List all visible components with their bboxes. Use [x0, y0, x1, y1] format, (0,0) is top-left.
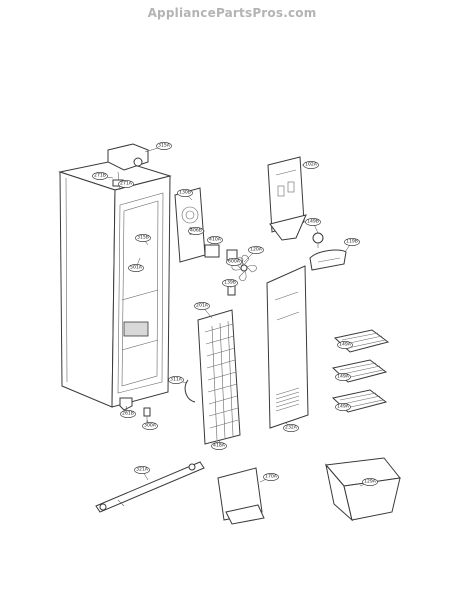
callout-oval [222, 279, 238, 287]
light-housing [309, 249, 347, 271]
grille-bar [95, 461, 205, 513]
bottom-hinge [119, 397, 151, 422]
callout-label: 315A [158, 143, 171, 149]
callout-label: 300A [144, 423, 157, 429]
callout-oval [128, 264, 144, 272]
callout-130b: 130B [177, 189, 193, 201]
callout-oval [305, 218, 321, 226]
callout-410a: 410A [207, 236, 223, 246]
callout-label: 149A [337, 404, 350, 410]
callout-oval [283, 424, 299, 432]
callout-139b: 139B [222, 279, 238, 289]
callout-oval [142, 422, 158, 430]
rear-duct-cover [267, 156, 307, 241]
callout-label: 406B [190, 228, 202, 234]
callout-label: 120A [250, 247, 263, 253]
callout-129a: 129A [359, 478, 378, 487]
callout-label: 102A [305, 162, 318, 168]
ice-chute [217, 467, 265, 525]
callout-170a: 170A [259, 473, 279, 483]
callout-271a: 271A [117, 180, 134, 188]
callout-oval [92, 172, 108, 180]
callout-oval [118, 180, 134, 188]
callout-321a: 321A [134, 466, 150, 481]
callout-label: 170A [265, 474, 278, 480]
callout-oval [263, 473, 279, 481]
callout-501a: 501A [128, 257, 144, 272]
callout-oval [248, 246, 264, 254]
storage-bin [325, 457, 401, 522]
callout-149a-3: 149A [335, 403, 351, 411]
fan-shroud [174, 187, 220, 263]
callout-406b: 406B [188, 227, 205, 235]
callout-600a: 600A [226, 257, 242, 266]
site-watermark: AppliancePartsPros.com [147, 6, 317, 20]
callout-label: 129A [364, 479, 377, 485]
callout-label: 149A [339, 342, 352, 348]
callout-label: 149B [307, 219, 319, 225]
callout-label: 119B [346, 239, 358, 245]
evaporator-cover [266, 265, 309, 429]
callout-300a: 300A [142, 419, 158, 430]
callout-oval [188, 227, 204, 235]
callout-label: 311A [170, 377, 183, 383]
callout-149b: 149B [305, 218, 321, 234]
callout-102a: 102A [302, 161, 319, 169]
callout-oval [134, 466, 150, 474]
callout-232a: 232A [283, 421, 299, 432]
callout-oval [211, 442, 227, 450]
callout-261b: 261B [120, 405, 136, 418]
callout-oval [194, 302, 210, 310]
callout-315b: 315B [135, 234, 151, 246]
callout-oval [207, 236, 223, 244]
evaporator-coil [184, 309, 241, 445]
callout-oval [226, 258, 242, 266]
callout-label: 501A [130, 265, 143, 271]
callout-oval [335, 373, 351, 381]
callout-label: 271B [94, 173, 106, 179]
callout-oval [156, 142, 172, 150]
callout-label: 130B [179, 190, 191, 196]
callout-271b: 271B [92, 172, 114, 180]
callout-label: 600A [228, 259, 241, 265]
callout-oval [303, 161, 319, 169]
callout-315a: 315A [144, 142, 172, 153]
callout-label: 139B [224, 280, 236, 286]
callout-label: 149A [337, 374, 350, 380]
lamp-socket [312, 232, 324, 248]
callout-oval [337, 341, 353, 349]
callout-311a: 311A [168, 376, 188, 384]
callout-label: 271A [120, 181, 133, 187]
callout-oval [335, 403, 351, 411]
callout-418a: 418A [211, 439, 227, 450]
top-hinge-assembly [107, 143, 149, 191]
callout-label: 261B [122, 411, 134, 417]
callout-label: 232A [285, 425, 298, 431]
callout-120a: 120A [243, 246, 264, 263]
callout-label: 315B [137, 235, 149, 241]
callout-oval [177, 189, 193, 197]
callout-201a: 201A [194, 302, 213, 319]
callout-149a-1: 149A [337, 341, 353, 349]
callout-oval [135, 234, 151, 242]
callout-149a-2: 149A [335, 373, 351, 381]
callout-oval [344, 238, 360, 246]
callout-label: 410A [209, 237, 222, 243]
callout-119b: 119B [344, 238, 360, 253]
callout-label: 201A [196, 303, 209, 309]
cabinet [58, 159, 172, 408]
callout-label: 321A [136, 467, 149, 473]
callout-oval [120, 410, 136, 418]
callout-label: 418A [213, 443, 226, 449]
callout-oval [168, 376, 184, 384]
callout-oval [362, 478, 378, 486]
